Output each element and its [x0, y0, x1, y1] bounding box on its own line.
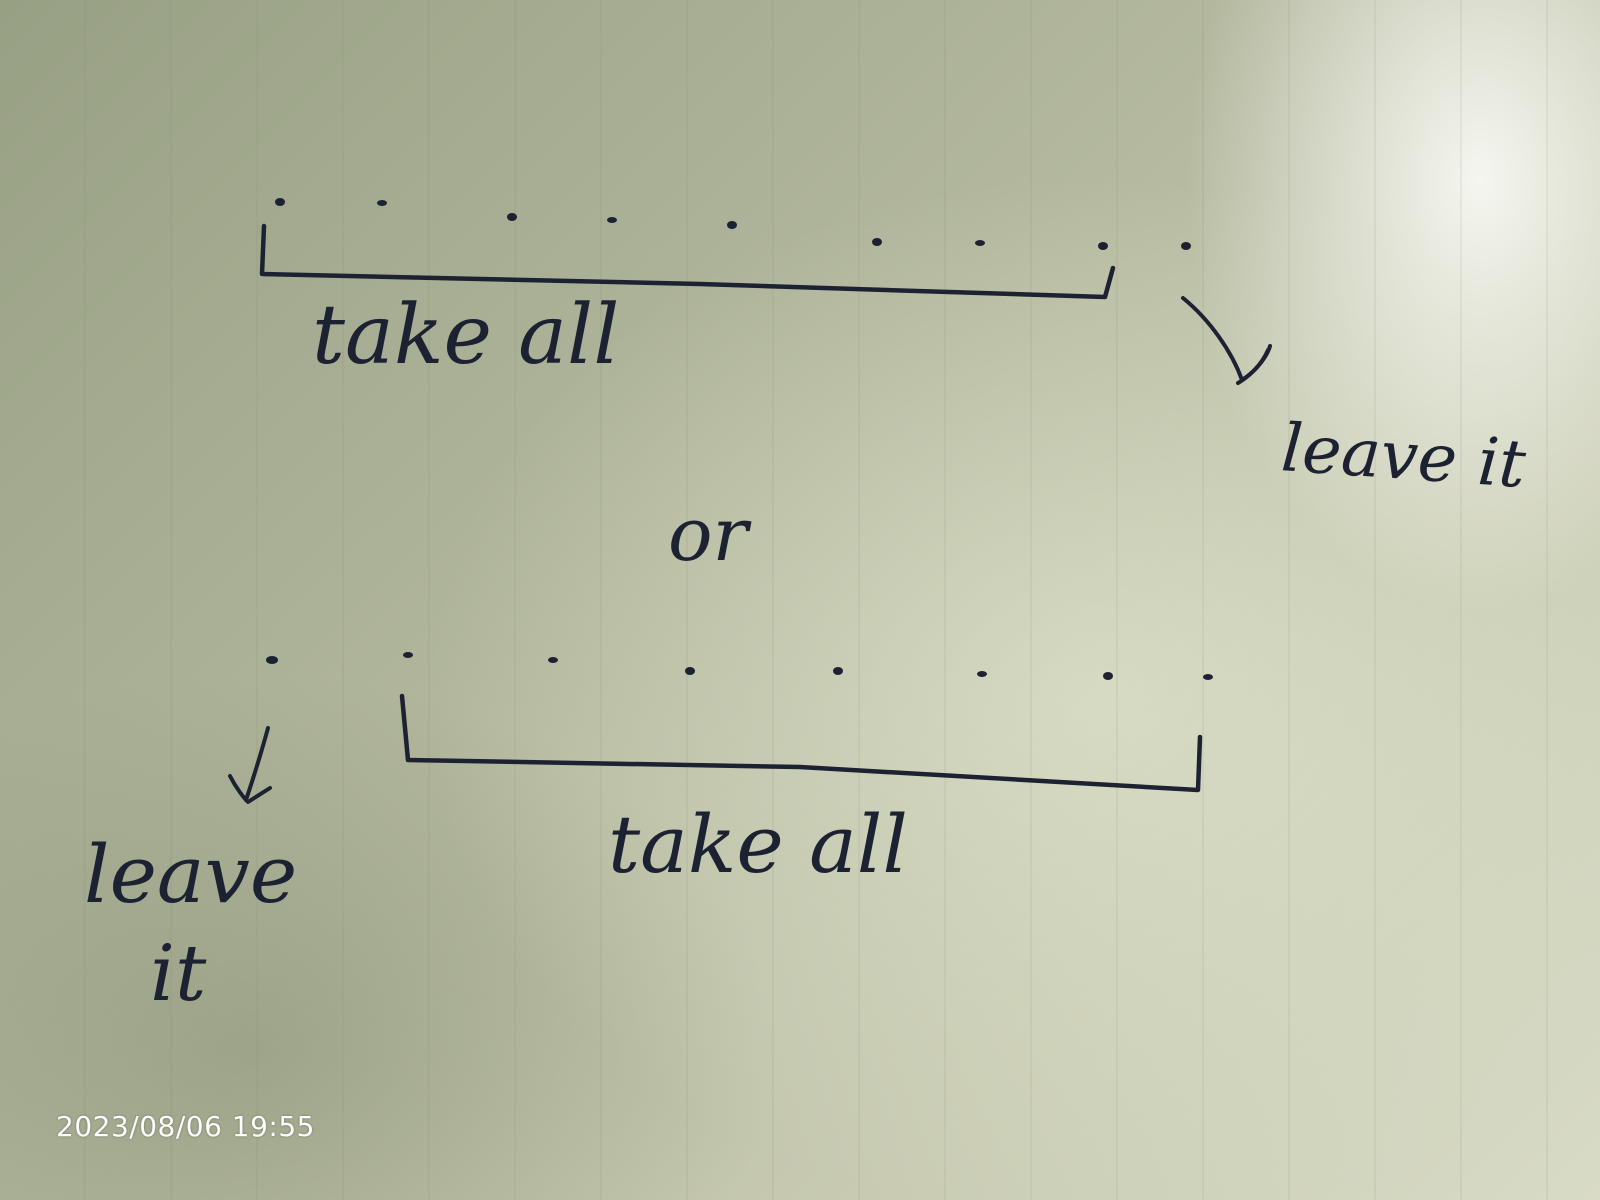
top-dot-row: [275, 198, 1191, 250]
bottom-take-all-label: take all: [608, 798, 908, 891]
bottom-it-label: it: [150, 929, 207, 1019]
dot: [377, 200, 387, 206]
dot: [275, 198, 285, 206]
dot: [507, 213, 517, 221]
dot: [403, 652, 413, 658]
or-separator: or: [668, 492, 753, 578]
bottom-leave-label: leave: [84, 828, 297, 921]
top-leave-arrow: [1181, 296, 1272, 385]
dot: [1098, 242, 1108, 250]
dot: [266, 656, 278, 664]
dot: [548, 657, 558, 663]
dot: [1181, 242, 1191, 250]
bottom-dot-row: [266, 652, 1213, 680]
bottom-bracket: [399, 693, 1203, 793]
dot: [872, 238, 882, 246]
top-take-all-label: take all: [312, 288, 619, 383]
dot: [727, 221, 737, 229]
dot: [1203, 674, 1213, 680]
top-bracket: [259, 223, 1116, 300]
bottom-leave-arrow: [228, 726, 272, 804]
dot: [607, 217, 617, 223]
photo-timestamp: 2023/08/06 19:55: [56, 1110, 315, 1143]
dot: [685, 667, 695, 675]
dot: [977, 671, 987, 677]
dot: [975, 240, 985, 246]
top-leave-it-label: leave it: [1279, 409, 1529, 503]
dot: [1103, 672, 1113, 680]
dot: [833, 667, 843, 675]
